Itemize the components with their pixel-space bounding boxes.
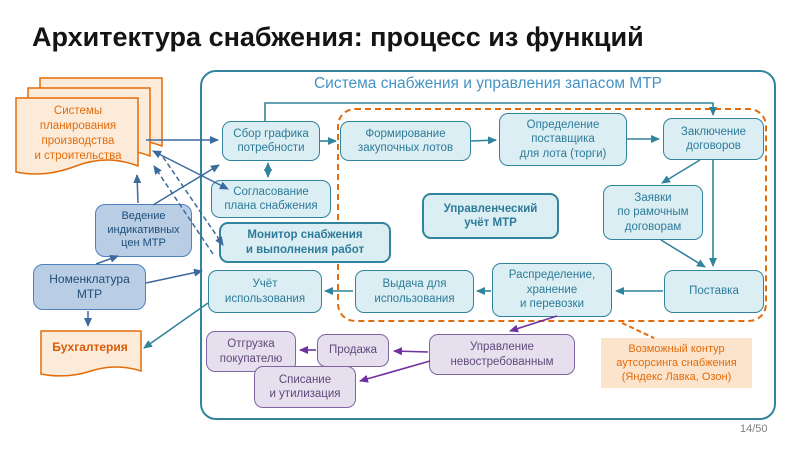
node-supply-monitor: Монитор снабжения и выполнения работ bbox=[219, 222, 391, 263]
node-plan-approval: Согласование плана снабжения bbox=[211, 180, 331, 218]
supply-system-title: Система снабжения и управления запасом М… bbox=[313, 75, 663, 92]
node-framework-orders: Заявки по рамочным договорам bbox=[603, 185, 703, 240]
node-delivery: Поставка bbox=[664, 270, 764, 313]
node-management-accounting: Управленческий учёт МТР bbox=[422, 193, 559, 239]
node-shipment: Отгрузка покупателю bbox=[206, 331, 296, 372]
node-writeoff: Списание и утилизация bbox=[254, 366, 356, 408]
page-number: 14/50 bbox=[740, 423, 768, 435]
node-sale: Продажа bbox=[317, 334, 389, 367]
node-nomenclature: Номенклатура МТР bbox=[33, 264, 146, 310]
node-usage-accounting: Учёт использования bbox=[208, 270, 322, 313]
node-indicative-prices: Ведение индикативных цен МТР bbox=[95, 204, 192, 257]
node-lot-formation: Формирование закупочных лотов bbox=[340, 121, 471, 161]
node-supplier-selection: Определение поставщика для лота (торги) bbox=[499, 113, 627, 166]
slide-title: Архитектура снабжения: процесс из функци… bbox=[32, 22, 644, 52]
node-unclaimed-mgmt: Управление невостребованным bbox=[429, 334, 575, 375]
node-collect-demand: Сбор графика потребности bbox=[222, 121, 320, 161]
planning-systems-label: Системы планирования производства и стро… bbox=[34, 105, 122, 162]
accounting-label: Бухгалтерия bbox=[52, 340, 128, 354]
node-distribution: Распределение, хранение и перевозки bbox=[492, 263, 612, 317]
outsourcing-note: Возможный контур аутсорсинга снабжения (… bbox=[601, 338, 752, 388]
node-contracting: Заключение договоров bbox=[663, 118, 764, 160]
node-issue-for-use: Выдача для использования bbox=[355, 270, 474, 313]
accounting-doc-icon bbox=[40, 330, 142, 377]
